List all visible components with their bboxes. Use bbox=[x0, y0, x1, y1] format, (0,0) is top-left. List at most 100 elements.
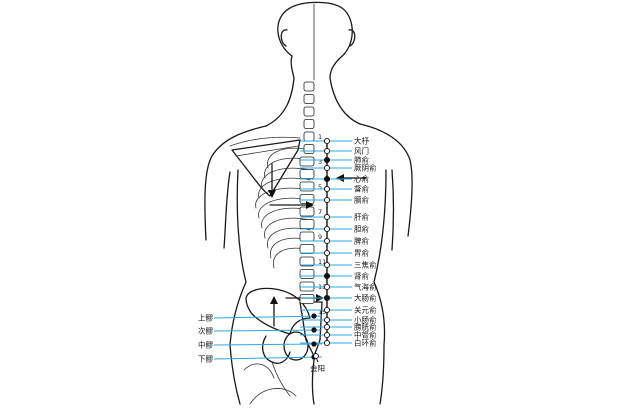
left-buttock bbox=[229, 344, 241, 405]
acupoint-marker bbox=[323, 147, 331, 155]
vertebra-number: 15 bbox=[318, 308, 326, 316]
rib bbox=[261, 167, 311, 189]
vertebra-number: 3 bbox=[318, 158, 322, 166]
femur-head bbox=[261, 335, 291, 364]
right-acupoints: 大杼风门肺俞厥阴俞心俞督俞膈俞肝俞胆俞脾俞胃俞三焦俞肾俞气海俞大肠俞关元俞小肠俞… bbox=[300, 136, 377, 348]
acupoint-marker bbox=[323, 137, 331, 145]
left-scapula bbox=[231, 139, 301, 197]
acupoint-marker bbox=[313, 353, 319, 359]
acupoint-label: 督俞 bbox=[354, 184, 369, 194]
vertebra-number: 7 bbox=[318, 208, 322, 216]
vertebra bbox=[299, 219, 315, 229]
acupoint-marker bbox=[323, 175, 331, 183]
left-ilium bbox=[245, 287, 311, 335]
acupoint-marker bbox=[323, 306, 331, 314]
acupoint-label: 大杼 bbox=[354, 136, 369, 146]
acupoint-marker bbox=[323, 316, 331, 324]
left-clavicle bbox=[229, 136, 301, 147]
left-ear bbox=[280, 29, 288, 47]
bottom-acupoint: 会阳 bbox=[310, 353, 325, 373]
acupoint-label: 心俞 bbox=[354, 174, 369, 184]
acupoint-label: 肾俞 bbox=[354, 271, 369, 281]
acupoint-leader-line bbox=[213, 343, 323, 346]
neck-right bbox=[329, 77, 361, 125]
acupoint-label: 会阳 bbox=[310, 363, 325, 373]
obturator-foramen bbox=[283, 331, 309, 361]
acupoint-label: 上髎 bbox=[198, 314, 213, 323]
acupoint-label: 胃俞 bbox=[354, 248, 369, 258]
acupoint-label: 肝俞 bbox=[354, 212, 369, 222]
vertebra bbox=[303, 81, 315, 92]
right-torso bbox=[373, 169, 387, 346]
acupoint-label: 膀胱俞 bbox=[354, 322, 377, 332]
acupoint-marker bbox=[323, 164, 331, 172]
head-left-side bbox=[290, 55, 295, 79]
acupoint-marker bbox=[323, 196, 331, 204]
arrow-right-xinshu-head bbox=[336, 174, 344, 182]
vertebra bbox=[303, 119, 315, 129]
vertebra-number: 9 bbox=[318, 233, 322, 241]
acupoint-marker bbox=[323, 272, 331, 280]
gluteal-cleft bbox=[311, 359, 315, 405]
acupoint-label: 关元俞 bbox=[354, 305, 377, 315]
acupoint-label: 肺俞 bbox=[354, 155, 369, 165]
acupoint-label: 白环俞 bbox=[354, 338, 377, 348]
acupoint-label: 下髎 bbox=[198, 355, 213, 364]
vertebra bbox=[299, 231, 315, 242]
acupoint-label: 风门 bbox=[354, 147, 369, 156]
scapula-spine bbox=[235, 145, 299, 157]
acupoint-marker bbox=[323, 213, 331, 221]
acupoint-marker bbox=[323, 323, 331, 331]
arrow-iliac-up-head bbox=[270, 296, 278, 304]
acupoint-marker bbox=[323, 261, 331, 269]
acupoint-label: 胆俞 bbox=[354, 224, 369, 234]
acupoint-label: 三焦俞 bbox=[354, 260, 377, 270]
right-shoulder-arm bbox=[359, 123, 413, 237]
left-torso bbox=[229, 169, 247, 346]
acupoint-marker bbox=[311, 341, 317, 347]
acupoint-leader-line bbox=[213, 329, 323, 332]
vertebra bbox=[299, 156, 315, 167]
vertebra bbox=[299, 256, 315, 267]
acupoint-label: 中髎 bbox=[198, 340, 213, 350]
vertebra bbox=[303, 131, 315, 142]
head-outline bbox=[277, 1, 353, 79]
vertebra bbox=[303, 106, 315, 117]
acupoint-marker bbox=[323, 225, 331, 233]
vertebra bbox=[303, 144, 315, 154]
vertebra-number: 11 bbox=[318, 258, 326, 266]
acupoint-marker bbox=[323, 331, 331, 339]
acupoint-marker bbox=[323, 339, 331, 347]
vertebra bbox=[303, 94, 315, 104]
vertebra bbox=[299, 269, 315, 279]
acupoint-marker bbox=[323, 237, 331, 245]
right-arm-inner bbox=[391, 169, 395, 251]
arrow-horizontal-upper-head bbox=[306, 201, 314, 209]
vertebra bbox=[299, 294, 315, 304]
body-outline bbox=[204, 1, 413, 405]
vertebra bbox=[299, 244, 315, 254]
rib bbox=[264, 217, 311, 239]
vertebra bbox=[299, 169, 315, 179]
acupoint-label: 中膂俞 bbox=[354, 330, 377, 340]
vertebra-number: 1 bbox=[318, 133, 322, 141]
left-arm-inner bbox=[223, 171, 231, 249]
acupoint-marker bbox=[323, 156, 331, 164]
acupoint-marker bbox=[323, 283, 331, 291]
acupoint-marker bbox=[323, 185, 331, 193]
acupoint-label: 大肠俞 bbox=[354, 293, 377, 303]
neck-left bbox=[265, 77, 295, 127]
acupoint-label: 小肠俞 bbox=[354, 315, 377, 325]
left-leg-curve bbox=[249, 388, 297, 405]
acupoint-marker bbox=[323, 249, 331, 257]
femur-shaft bbox=[271, 361, 291, 397]
acupoint-marker bbox=[323, 294, 331, 302]
rib bbox=[267, 147, 311, 169]
left-thigh-curve bbox=[243, 363, 275, 379]
acupoint-leader-line bbox=[213, 315, 323, 319]
vertebra bbox=[299, 181, 315, 192]
